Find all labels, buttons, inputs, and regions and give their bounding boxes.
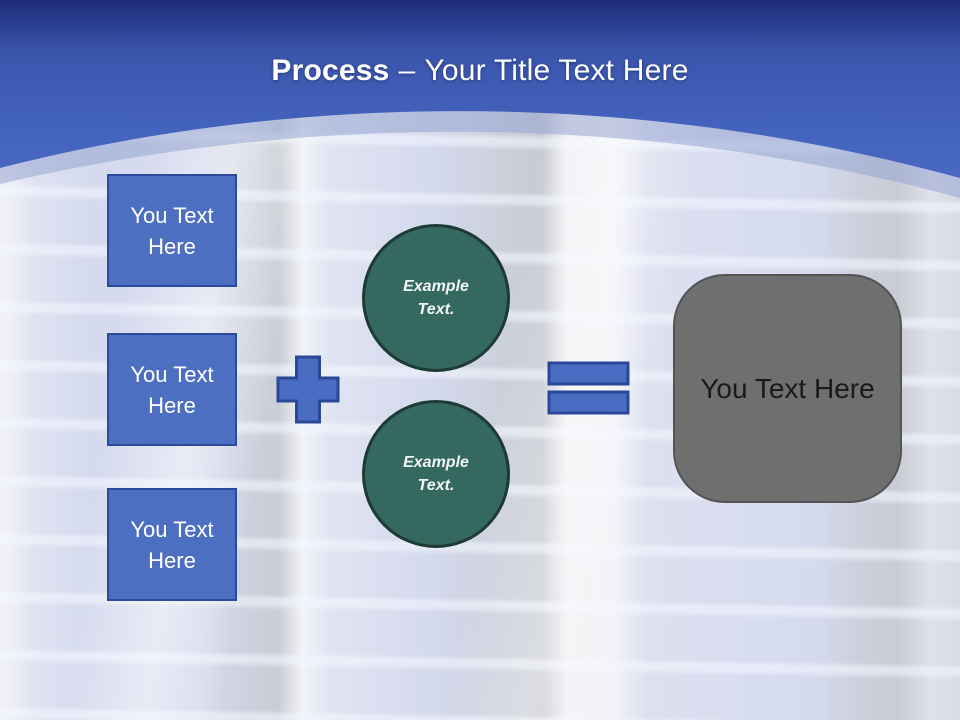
input-box-1-line-1: You Text	[130, 202, 214, 228]
input-box-1-line-2: Here	[148, 233, 196, 259]
input-box-2-line-2: Here	[148, 392, 196, 418]
slide-title: Process–Your Title Text Here	[0, 54, 960, 88]
input-box-2-line-1: You Text	[130, 361, 214, 387]
example-circle-1: Example Text.	[362, 224, 510, 372]
example-circle-2: Example Text.	[362, 400, 510, 548]
example-circle-2-line-2: Text.	[417, 477, 455, 494]
result-box-label: You Text Here	[700, 372, 875, 404]
input-box-2: You Text Here	[107, 333, 237, 446]
header-wave	[0, 0, 960, 198]
example-circle-2-line-1: Example	[403, 454, 469, 471]
title-keyword: Process	[271, 54, 390, 87]
input-box-3: You Text Here	[107, 488, 237, 601]
result-box: You Text Here	[673, 274, 902, 503]
input-box-1: You Text Here	[107, 174, 237, 287]
input-box-3-line-1: You Text	[130, 516, 214, 542]
example-circle-1-line-1: Example	[403, 278, 469, 295]
header-wave-main	[0, 0, 960, 178]
input-box-3-line-2: Here	[148, 547, 196, 573]
title-separator: –	[398, 54, 416, 87]
title-subtitle: Your Title Text Here	[424, 54, 689, 87]
example-circle-1-line-2: Text.	[417, 301, 455, 318]
